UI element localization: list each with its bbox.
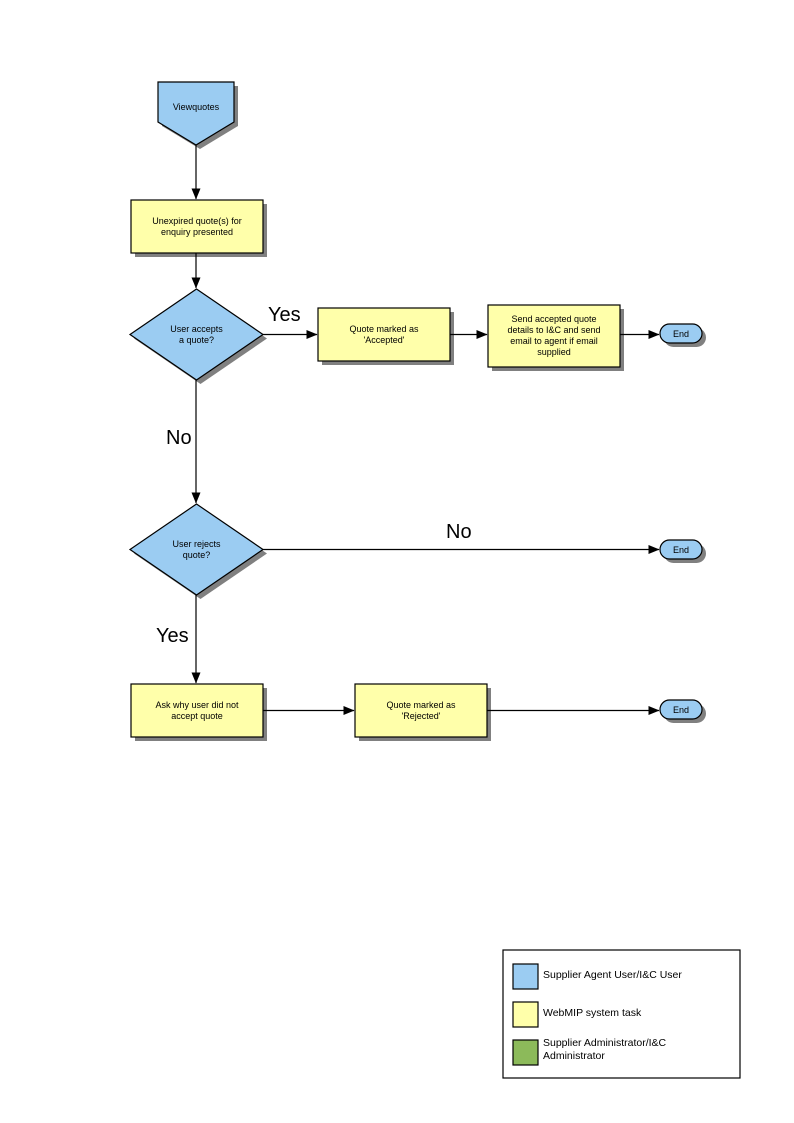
node-user-accepts-decision[interactable] <box>128 288 265 381</box>
edge-label-yes-accepts: Yes <box>268 304 301 326</box>
legend-panel <box>502 949 741 1079</box>
node-unexpired-quotes[interactable] <box>130 199 264 254</box>
node-send-accepted-details[interactable] <box>487 304 621 368</box>
node-end-accepted-label: End <box>672 328 689 339</box>
node-end-no-reject[interactable] <box>659 539 703 560</box>
edge-label-no-rejects: No <box>446 521 472 543</box>
legend-item-label-actor: Supplier Agent User/I&C User <box>543 969 682 981</box>
node-end-rejected[interactable] <box>659 699 703 720</box>
edge-label-no-accepts: No <box>166 427 192 449</box>
connectors <box>191 145 660 715</box>
legend-swatch-system <box>512 1001 539 1028</box>
legend-item-label-admin: Supplier Administrator/I&C Administrator <box>543 1037 667 1062</box>
edge-label-yes-rejects: Yes <box>156 625 189 647</box>
legend-swatch-actor <box>512 963 539 990</box>
node-user-rejects-decision[interactable] <box>128 503 265 596</box>
node-quote-marked-accepted[interactable] <box>317 307 451 362</box>
node-quote-marked-rejected[interactable] <box>354 683 488 738</box>
node-end-no-reject-label: End <box>672 544 689 555</box>
node-start-viewquotes[interactable] <box>157 81 235 146</box>
shape-shadows <box>134 86 706 741</box>
legend-swatch-admin <box>512 1039 539 1066</box>
legend-item-label-system: WebMIP system task <box>543 1007 642 1019</box>
node-ask-why-not-accepted[interactable] <box>130 683 264 738</box>
node-end-rejected-label: End <box>672 704 689 715</box>
node-end-accepted[interactable] <box>659 323 703 344</box>
